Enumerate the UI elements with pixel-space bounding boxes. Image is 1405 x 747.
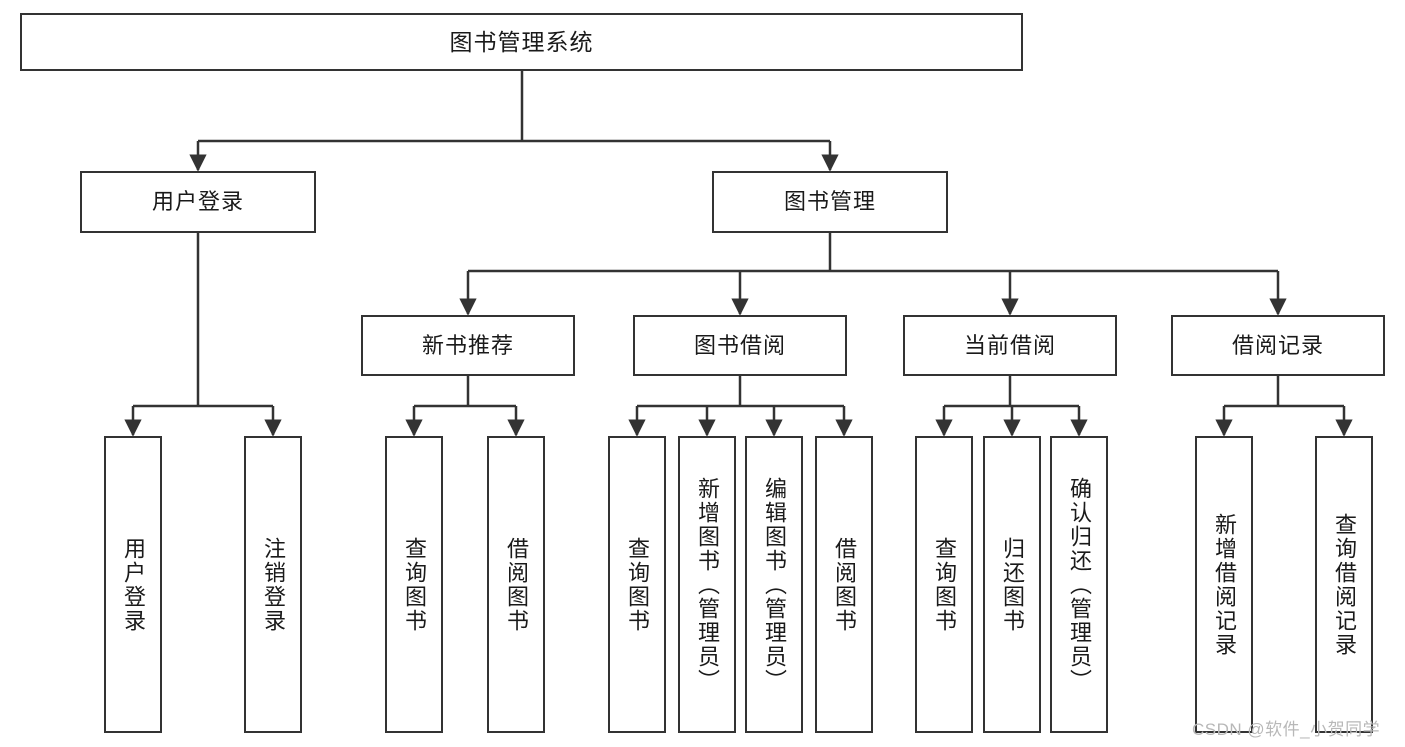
node-leaf-user-login[interactable]: 用户登录 [104,436,162,733]
node-label: 查询图书 [931,536,957,633]
node-leaf-logout[interactable]: 注销登录 [244,436,302,733]
node-leaf-rec-query[interactable]: 查询图书 [385,436,443,733]
node-leaf-cb-return[interactable]: 归还图书 [983,436,1041,733]
node-current-borrow[interactable]: 当前借阅 [903,315,1117,376]
node-label: 用户登录 [120,536,146,633]
node-leaf-rec-borrow[interactable]: 借阅图书 [487,436,545,733]
node-label: 新书推荐 [421,332,514,358]
node-label: 编辑图书（管理员） [761,476,787,693]
node-label: 图书借阅 [693,332,786,358]
node-label: 注销登录 [260,536,286,633]
node-leaf-bb-query[interactable]: 查询图书 [608,436,666,733]
node-label: 新增图书（管理员） [694,476,720,693]
node-label: 借阅图书 [831,536,857,633]
node-leaf-br-add[interactable]: 新增借阅记录 [1195,436,1253,733]
node-label: 用户登录 [151,189,244,215]
node-leaf-bb-borrow[interactable]: 借阅图书 [815,436,873,733]
node-leaf-bb-edit[interactable]: 编辑图书（管理员） [745,436,803,733]
watermark-text: CSDN @软件_小贺同学 [1192,720,1381,739]
node-root[interactable]: 图书管理系统 [20,13,1023,71]
node-label: 当前借阅 [963,332,1056,358]
node-user-login[interactable]: 用户登录 [80,171,316,233]
node-leaf-cb-confirm[interactable]: 确认归还（管理员） [1050,436,1108,733]
node-book-borrow[interactable]: 图书借阅 [633,315,847,376]
node-label: 查询借阅记录 [1331,512,1357,657]
node-label: 确认归还（管理员） [1066,476,1092,693]
node-leaf-br-query[interactable]: 查询借阅记录 [1315,436,1373,733]
node-leaf-cb-query[interactable]: 查询图书 [915,436,973,733]
node-borrow-record[interactable]: 借阅记录 [1171,315,1385,376]
node-label: 借阅记录 [1231,332,1324,358]
node-label: 图书管理 [783,189,876,215]
node-label: 归还图书 [999,536,1025,633]
node-leaf-bb-add[interactable]: 新增图书（管理员） [678,436,736,733]
node-label: 借阅图书 [503,536,529,633]
node-label: 查询图书 [401,536,427,633]
node-label: 新增借阅记录 [1211,512,1237,657]
node-new-book-rec[interactable]: 新书推荐 [361,315,575,376]
node-label: 查询图书 [624,536,650,633]
node-book-manage[interactable]: 图书管理 [712,171,948,233]
node-label: 图书管理系统 [449,28,594,55]
